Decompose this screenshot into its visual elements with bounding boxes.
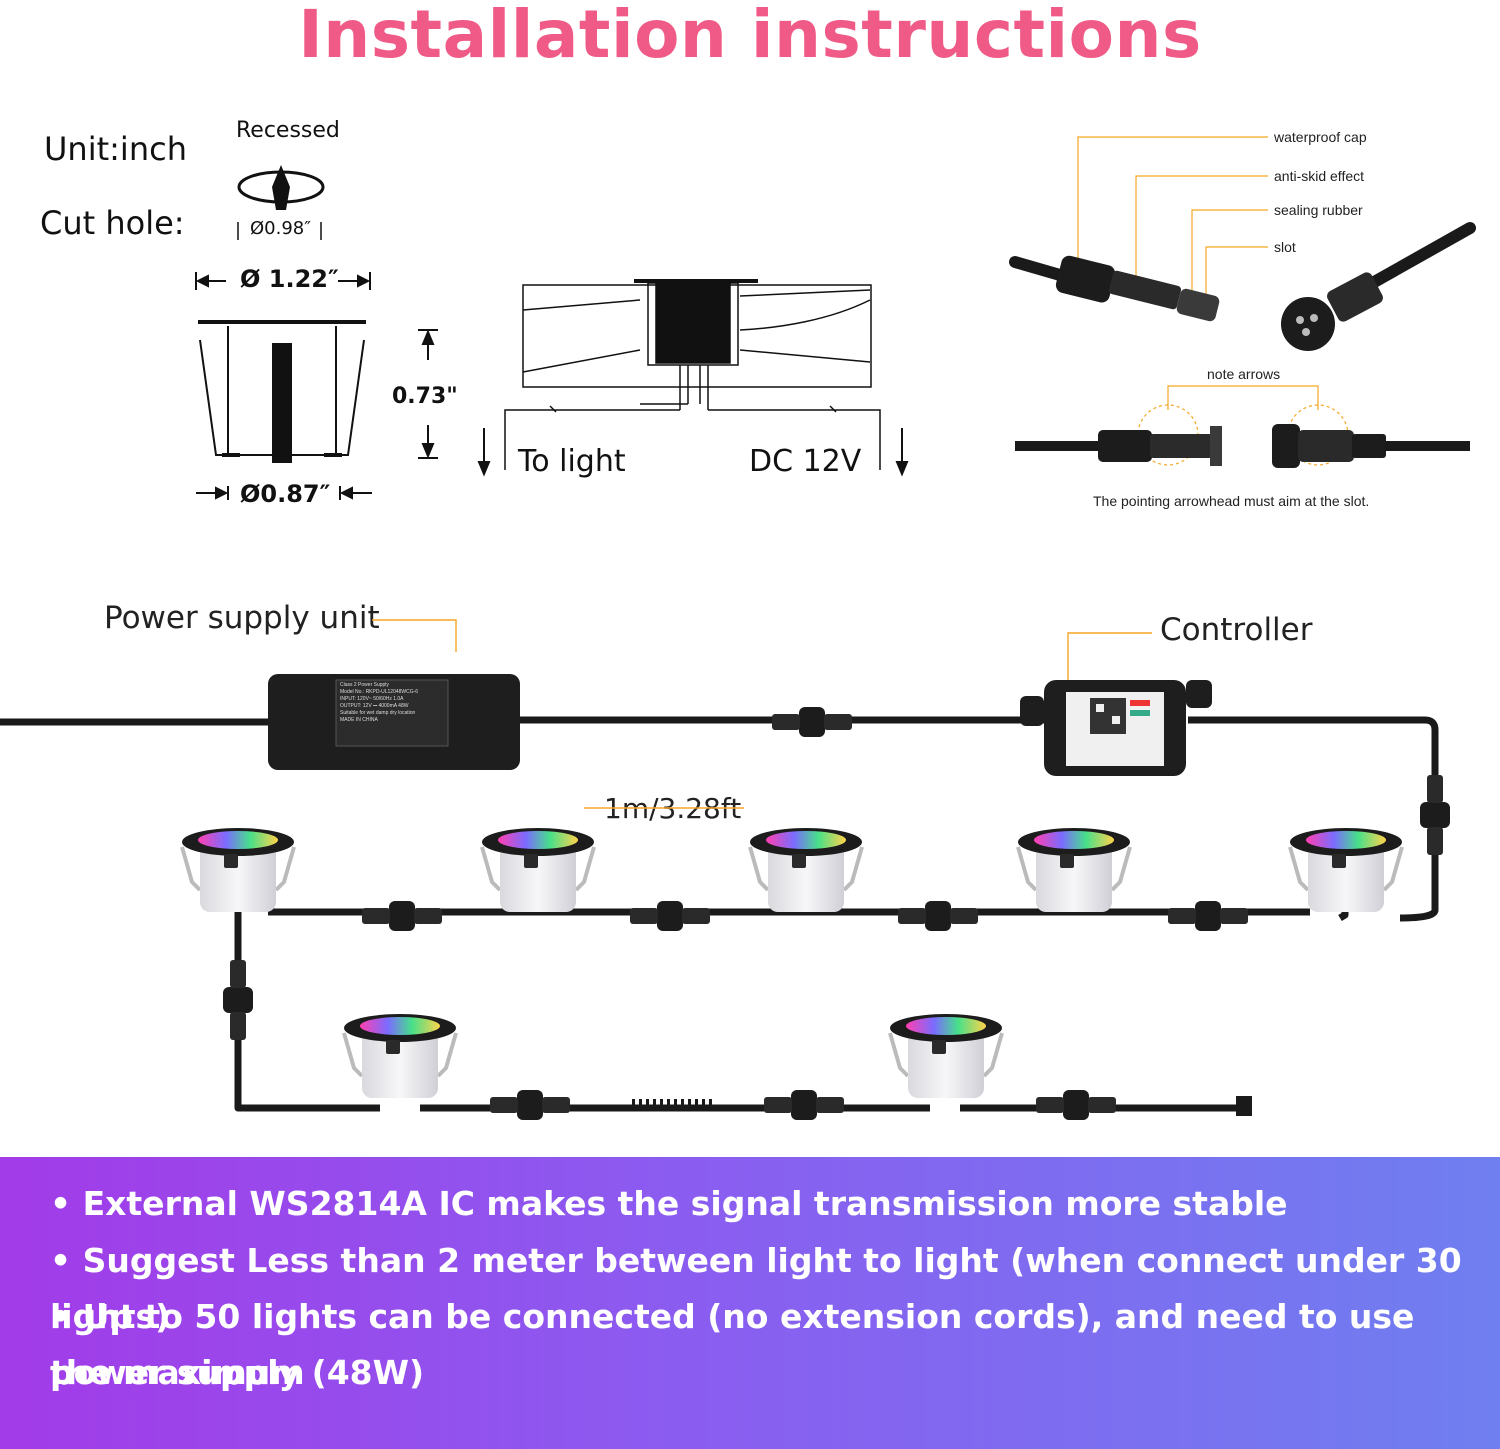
row1-connector-3 [898, 901, 978, 931]
install-cross-section [504, 279, 881, 470]
recessed-label: Recessed [236, 118, 340, 143]
note-arrows-label: note arrows [1207, 366, 1281, 382]
row1-connector-2 [630, 901, 710, 931]
psu-label-line: INPUT: 120V~ 50/60Hz 1.0A [340, 696, 404, 702]
slot-label: slot [1274, 239, 1296, 255]
waterproof-cap-label: waterproof cap [1274, 129, 1367, 145]
feature-bullet-3: • Up to 50 lights can be connected (no e… [50, 1297, 1415, 1392]
connector-male [1009, 255, 1220, 322]
psu-label-line: MADE IN CHINA [340, 717, 378, 723]
psu-label-line: Class 2 Power Supply [340, 682, 389, 688]
install-arrows [477, 428, 909, 477]
to-light-label: To light [518, 444, 626, 479]
wiring-leader-lines [372, 619, 1152, 809]
power-supply-label: Power supply unit [104, 600, 380, 636]
controller-label: Controller [1160, 612, 1313, 648]
psu-label-line: OUTPUT: 12V ⎓ 4000mA 48W [340, 703, 409, 709]
top-diameter: Ø 1.22″ [240, 265, 339, 293]
row1-connector-1 [362, 901, 442, 931]
feature-bullet-1: • External WS2814A IC makes the signal t… [50, 1184, 1288, 1223]
light-1 [180, 826, 296, 914]
row2-connector-3 [1036, 1090, 1116, 1120]
bottom-diameter-arrows [196, 486, 372, 500]
psu-label-line: Model No.: RKPD-UL12048WCG-6 [340, 689, 419, 695]
feature-bullet-3-continued: power supply (48W) [50, 1353, 425, 1392]
row1-connector-4 [1168, 901, 1248, 931]
light-body-profile [198, 320, 366, 463]
connector-detail [1009, 136, 1476, 468]
top-diameter-arrows [195, 272, 371, 290]
wiring-diagram [0, 619, 1450, 1120]
feature-panel: • External WS2814A IC makes the signal t… [0, 1157, 1500, 1449]
feature-bullet-2: • Suggest Less than 2 meter between ligh… [50, 1241, 1462, 1336]
cable-end-plug [1236, 1096, 1252, 1116]
psu-label-line: Suitable for wet damp dry location [340, 710, 416, 716]
controller-unit [1020, 680, 1212, 776]
light-5 [1288, 826, 1404, 914]
bottom-diameter: Ø0.87″ [240, 480, 331, 508]
dimension-drawing [195, 165, 909, 500]
power-supply-unit [268, 674, 520, 770]
unit-label: Unit:inch [44, 130, 187, 168]
psu-label-print: Class 2 Power Supply Model No.: RKPD-UL1… [340, 682, 448, 724]
connector-female [1281, 222, 1476, 351]
light-3 [748, 826, 864, 914]
recessed-icon [237, 165, 325, 240]
light-6 [342, 1012, 458, 1100]
height-arrows [418, 329, 438, 459]
cut-hole-label: Cut hole: [40, 204, 185, 242]
row2-connector-1 [490, 1090, 570, 1120]
connector-caption: The pointing arrowhead must aim at the s… [1093, 493, 1370, 509]
light-4 [1016, 826, 1132, 914]
page-title: Installation instructions [298, 0, 1202, 73]
light-7 [888, 1012, 1004, 1100]
connector-pair-horizontal [1015, 424, 1470, 468]
drop-connector [223, 960, 253, 1040]
dc-12v-label: DC 12V [749, 444, 862, 479]
anti-skid-label: anti-skid effect [1274, 168, 1365, 184]
light-2 [480, 826, 596, 914]
sealing-rubber-label: sealing rubber [1274, 202, 1363, 218]
main-cable-connector [772, 707, 852, 737]
connector-leader-lines [1077, 136, 1268, 305]
height-dimension: 0.73" [392, 384, 458, 409]
riser-connector [1420, 775, 1450, 855]
cut-hole-diameter: Ø0.98″ [250, 218, 311, 239]
row2-connector-2 [764, 1090, 844, 1120]
